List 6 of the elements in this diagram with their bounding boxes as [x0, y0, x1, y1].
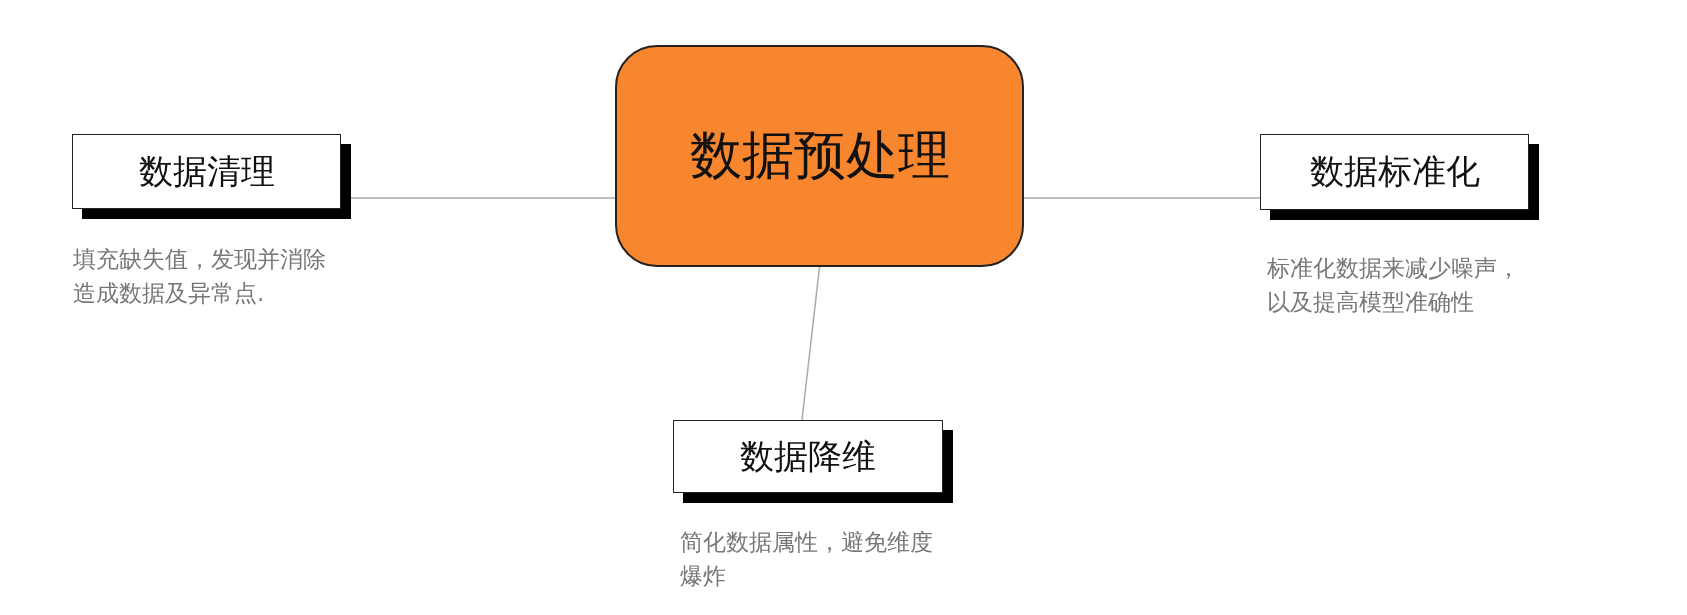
connector-line [801, 266, 821, 421]
description-text: 标准化数据来减少噪声，以及提高模型准确性 [1267, 254, 1521, 317]
connector-line [1023, 197, 1261, 199]
description-text: 简化数据属性，避免维度爆炸 [680, 528, 934, 591]
description-text: 填充缺失值，发现并消除造成数据及异常点. [73, 245, 327, 308]
process-box: 数据预处理 [615, 45, 1024, 267]
